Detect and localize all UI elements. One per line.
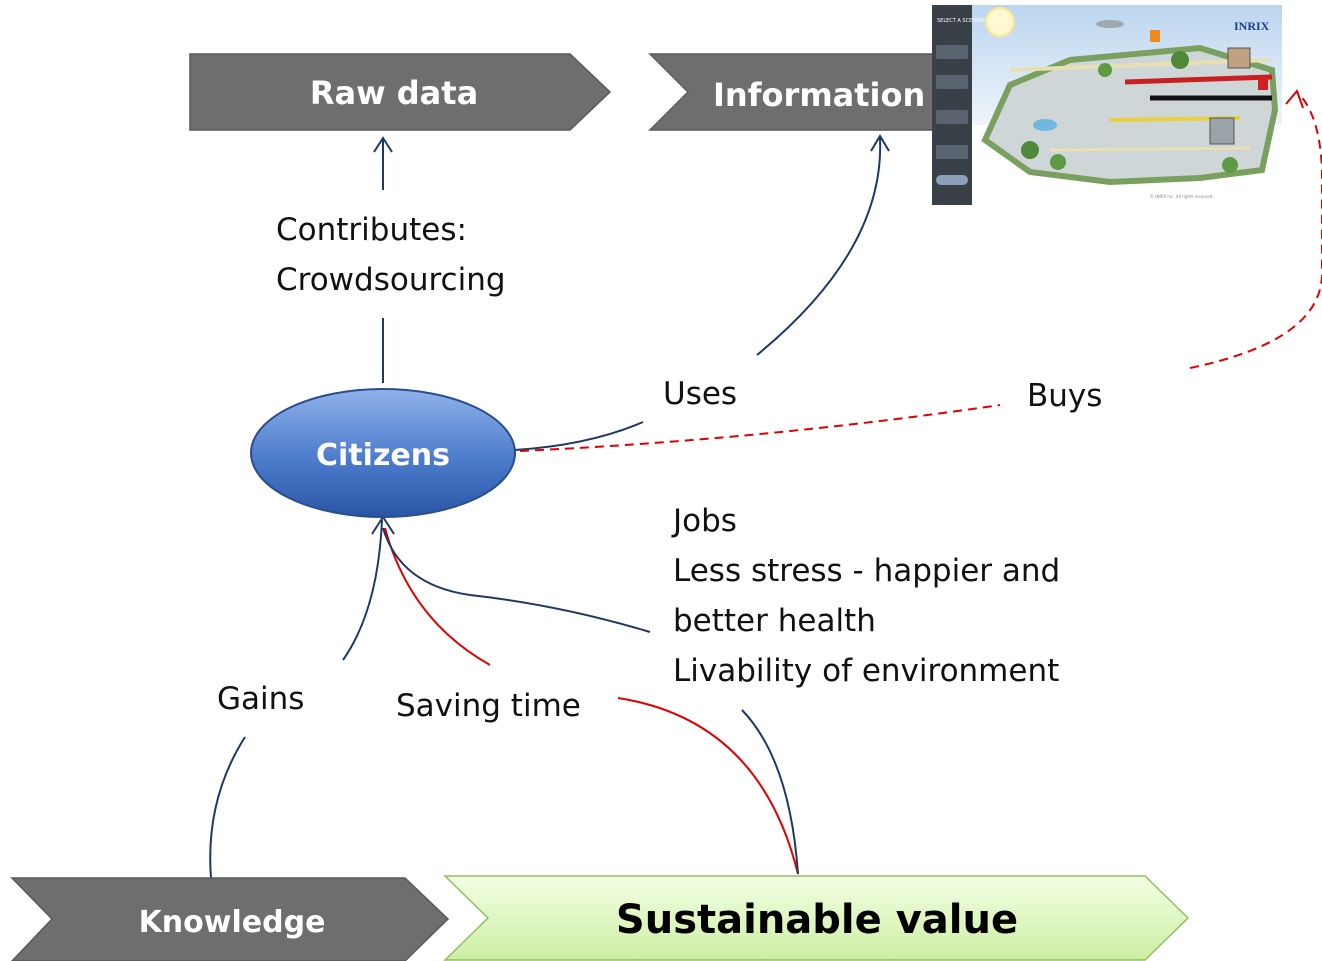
gains-connector-upper: [342, 519, 383, 661]
saving-time-label: Saving time: [396, 688, 581, 724]
saving-time-connector-upper: [384, 527, 491, 666]
inrix-map-thumbnail: SELECT A SCENARIO INRIX © INRIX: [932, 5, 1282, 205]
contributes-label-line2: Crowdsourcing: [276, 262, 506, 299]
raw-data-label: Raw data: [310, 74, 478, 112]
svg-text:© INRIX Inc. All rights reserv: © INRIX Inc. All rights reserved.: [1150, 194, 1214, 199]
sun-icon: [985, 7, 1015, 37]
buys-connector: [519, 404, 1001, 452]
product-arrowhead: [870, 134, 890, 152]
contributes-label-line1: Contributes:: [276, 212, 467, 248]
benefit-livability: Livability of environment: [673, 653, 1060, 689]
thumbnail-menu-label: SELECT A SCENARIO: [937, 18, 988, 24]
inrix-logo: INRIX: [1234, 19, 1270, 33]
thumbnail-sidebar: [932, 5, 972, 205]
knowledge-label: Knowledge: [139, 905, 326, 940]
sustainable-value-label: Sustainable value: [616, 897, 1018, 943]
helicopter-icon: [1096, 20, 1124, 28]
uses-connector: [514, 421, 644, 451]
gains-connector-lower: [209, 736, 246, 879]
gains-label: Gains: [217, 681, 305, 717]
benefit-jobs: Jobs: [673, 503, 737, 539]
citizens-node: Citizens: [250, 388, 516, 518]
raw-data-box: Raw data: [189, 53, 612, 131]
sustainable-value-box: Sustainable value: [443, 875, 1190, 961]
buys-label: Buys: [1027, 378, 1103, 414]
benefit-less-stress: Less stress - happier and: [673, 553, 1061, 589]
benefits-connector-upper: [382, 527, 651, 633]
contributes-label: Contributes: Crowdsourcing: [276, 205, 506, 305]
citizens-label: Citizens: [316, 438, 450, 473]
saving-time-connector-lower: [617, 697, 799, 875]
knowledge-box: Knowledge: [10, 877, 450, 961]
uses-label: Uses: [663, 376, 738, 412]
citizens-arrowhead: [371, 515, 395, 535]
uses-to-product-connector: [756, 137, 882, 356]
contributes-arrowhead: [373, 136, 393, 153]
benefits-connector-lower: [741, 709, 799, 875]
benefit-better-health: better health: [673, 603, 876, 639]
benefits-list: Jobs Less stress - happier and better he…: [673, 496, 1060, 696]
buys-arrowhead: [1285, 89, 1304, 109]
